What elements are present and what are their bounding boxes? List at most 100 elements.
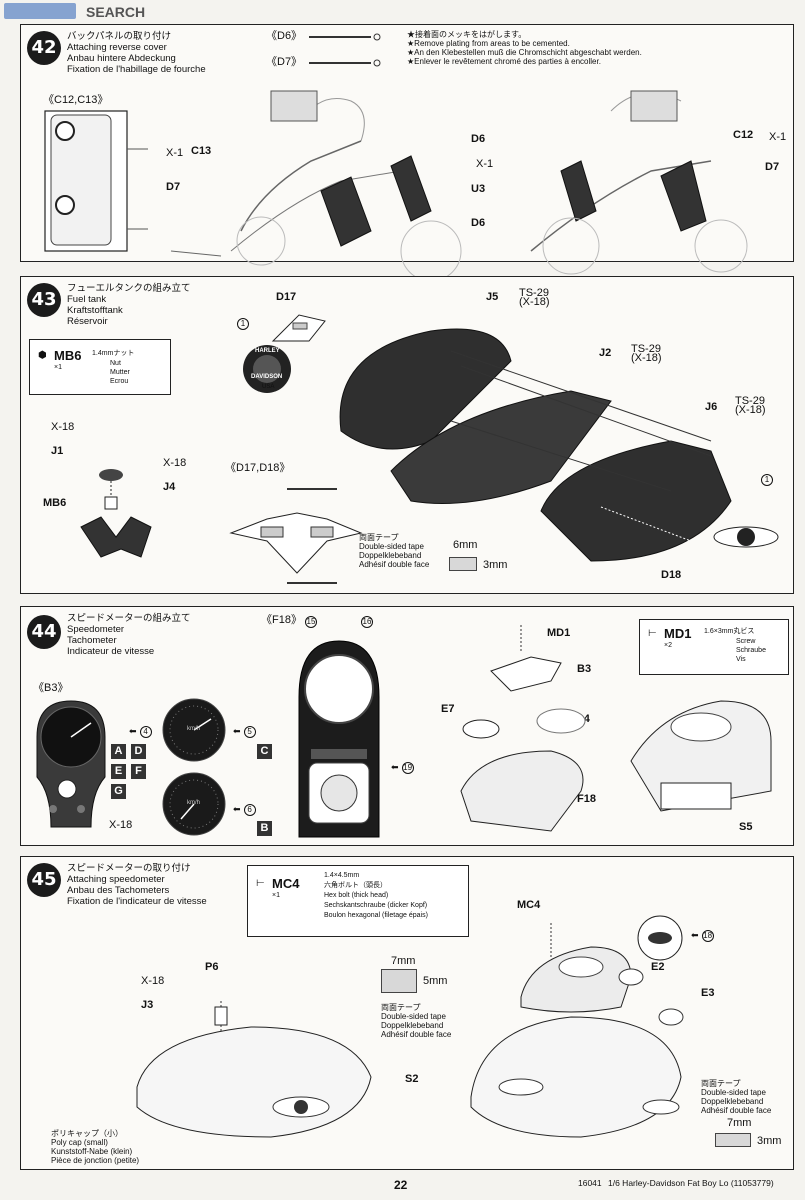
- tape-de-45a: Doppelklebeband: [381, 1021, 444, 1030]
- cap-fr: Pièce de jonction (petite): [51, 1156, 140, 1165]
- tape-en-45a: Double-sided tape: [381, 1012, 446, 1021]
- letter-f: F: [131, 764, 146, 779]
- nut-icon: ⬢: [38, 350, 47, 361]
- d6-d7-parts-drawing: [309, 33, 381, 67]
- tape-note-45b: 両面テープ Double-sided tape Doppelklebeband …: [701, 1079, 771, 1115]
- md1-de: Schraube: [736, 647, 766, 654]
- front-fork-left-drawing: [170, 90, 462, 282]
- ref-d17-d18: 《D17,D18》: [225, 462, 291, 474]
- callout-5-number: 5: [243, 726, 256, 738]
- speedometer-dial-drawing: [162, 698, 226, 762]
- md1-screw-box: ⊢ MD1 1.6×3mm丸ビス ×2 Screw Schraube Vis: [639, 619, 789, 675]
- label-s2: S2: [405, 1073, 419, 1085]
- letter-d: D: [131, 744, 146, 759]
- cap-en: Poly cap (small): [51, 1138, 108, 1147]
- d17-part-drawing: [271, 314, 326, 342]
- letter-e: E: [111, 764, 126, 779]
- step-42-number: 42: [27, 31, 61, 65]
- label-j2-paint: TS-29: [631, 343, 661, 355]
- label-j3: J3: [141, 999, 154, 1011]
- d18-emblem-drawing: [713, 526, 779, 548]
- step-45-title-fr: Fixation de l'indicateur de vitesse: [67, 896, 207, 907]
- label-d7-left: D7: [166, 181, 181, 193]
- dial-unit-1: km/h: [187, 726, 201, 732]
- mb6-nut-box: ⬢ MB6 1.4mmナット ×1 Nut Mutter Ecrou: [29, 339, 171, 395]
- tape-dim-h-43: 3mm: [483, 559, 508, 571]
- step-42-title-en: Attaching reverse cover: [67, 42, 167, 53]
- tape-note-45a: 両面テープ Double-sided tape Doppelklebeband …: [381, 1003, 451, 1039]
- tape-de-43: Doppelklebeband: [359, 551, 422, 560]
- callout-16-number: 16: [361, 616, 373, 628]
- speedometer-housing-exploded-drawing: [460, 625, 586, 832]
- callout-4: ⬅ 4: [129, 725, 152, 738]
- callout-18-number: 18: [701, 930, 714, 942]
- label-mc4: MC4: [517, 899, 541, 911]
- label-j1: J1: [51, 445, 64, 457]
- callout-6-number: 6: [243, 804, 256, 816]
- tape-fr-43: Adhésif double face: [359, 560, 430, 569]
- step-43-title-jp: フューエルタンクの組み立て: [67, 283, 191, 294]
- d17-d18-sprue-drawing: [229, 488, 363, 584]
- fuel-tank-right-drawing: [470, 923, 684, 1138]
- mb6-qty: ×1: [54, 364, 62, 371]
- letter-c: C: [257, 744, 272, 759]
- step-44-title: スピードメーターの組み立て Speedometer Tachometer Ind…: [67, 613, 191, 657]
- label-mb6: MB6: [43, 497, 67, 509]
- label-x18-b3: X-18: [109, 819, 133, 831]
- label-b3: B3: [577, 663, 592, 675]
- logo-text-1: HARLEY: [255, 348, 280, 354]
- plating-note: ★接着面のメッキをはがします。 ★Remove plating from are…: [407, 30, 642, 66]
- tape-swatch-45b: [715, 1133, 751, 1147]
- callout-1b-number: 1: [761, 474, 773, 486]
- letter-g: G: [111, 784, 126, 799]
- tape-jp-45b: 両面テープ: [701, 1079, 741, 1088]
- tape-dim-3mm: 3mm: [757, 1135, 782, 1147]
- label-x1-u3: X-1: [476, 158, 494, 170]
- harley-davidson-logo: [243, 345, 291, 393]
- tape-dim-5mm: 5mm: [423, 975, 448, 987]
- md1-code: MD1: [664, 626, 692, 641]
- callout-1a: 1: [237, 317, 249, 330]
- label-md1: MD1: [547, 627, 571, 639]
- step-43-number: 43: [27, 283, 61, 317]
- mb6-en: Nut: [110, 360, 121, 367]
- screw-icon: ⊢: [648, 628, 657, 639]
- mc4-fr: Boulon hexagonal (filetage épais): [324, 912, 428, 919]
- step-43-title: フューエルタンクの組み立て Fuel tank Kraftstofftank R…: [67, 283, 191, 327]
- mc4-jp: 六角ボルト（頭長）: [324, 882, 387, 889]
- label-j5: J5: [486, 291, 499, 303]
- md1-qty: ×2: [664, 642, 672, 649]
- step-44-title-de: Tachometer: [67, 635, 117, 646]
- fuel-tank-left-drawing: [136, 1001, 372, 1138]
- b3-gauge-face-drawing: [36, 700, 106, 828]
- label-j6-paint: TS-29: [735, 395, 765, 407]
- step-44-title-jp: スピードメーターの組み立て: [67, 613, 191, 624]
- callout-1a-number: 1: [237, 318, 249, 330]
- label-d7-right: D7: [765, 161, 780, 173]
- kit-code: 16041: [578, 1178, 602, 1188]
- watermark-text: SEARCH: [86, 4, 146, 20]
- tape-dim-7mm-b: 7mm: [727, 1117, 752, 1129]
- callout-6: ⬅ 6: [233, 803, 256, 816]
- label-f18: F18: [577, 793, 596, 805]
- label-x1-c12: X-1: [769, 131, 787, 143]
- step-42-title: バックパネルの取り付け Attaching reverse cover Anba…: [67, 31, 206, 75]
- mc4-qty: ×1: [272, 892, 280, 899]
- ref-b3: 《B3》: [33, 682, 69, 694]
- mb6-size: 1.4mmナット: [92, 350, 135, 357]
- step-45-title: スピードメーターの取り付け Attaching speedometer Anba…: [67, 863, 207, 907]
- md1-size: 1.6×3mm丸ビス: [704, 628, 755, 635]
- callout-18: ⬅ 18: [691, 930, 714, 942]
- label-d6-bottom: D6: [471, 217, 486, 229]
- label-j4: J4: [163, 481, 176, 493]
- note-de: ★An den Klebestellen muß die Chromschich…: [407, 48, 642, 57]
- dial-unit-2: km/h: [187, 800, 201, 806]
- step-44-number: 44: [27, 615, 61, 649]
- mb6-code: MB6: [54, 348, 82, 363]
- tape-note-43: 両面テープ Double-sided tape Doppelklebeband …: [359, 533, 429, 569]
- front-fork-right-drawing: [530, 90, 748, 275]
- label-x18-j4: X-18: [163, 457, 187, 469]
- mc4-de: Sechskantschraube (dicker Kopf): [324, 902, 428, 909]
- tape-swatch-43: [449, 557, 477, 571]
- label-j5-paint: TS-29: [519, 287, 549, 299]
